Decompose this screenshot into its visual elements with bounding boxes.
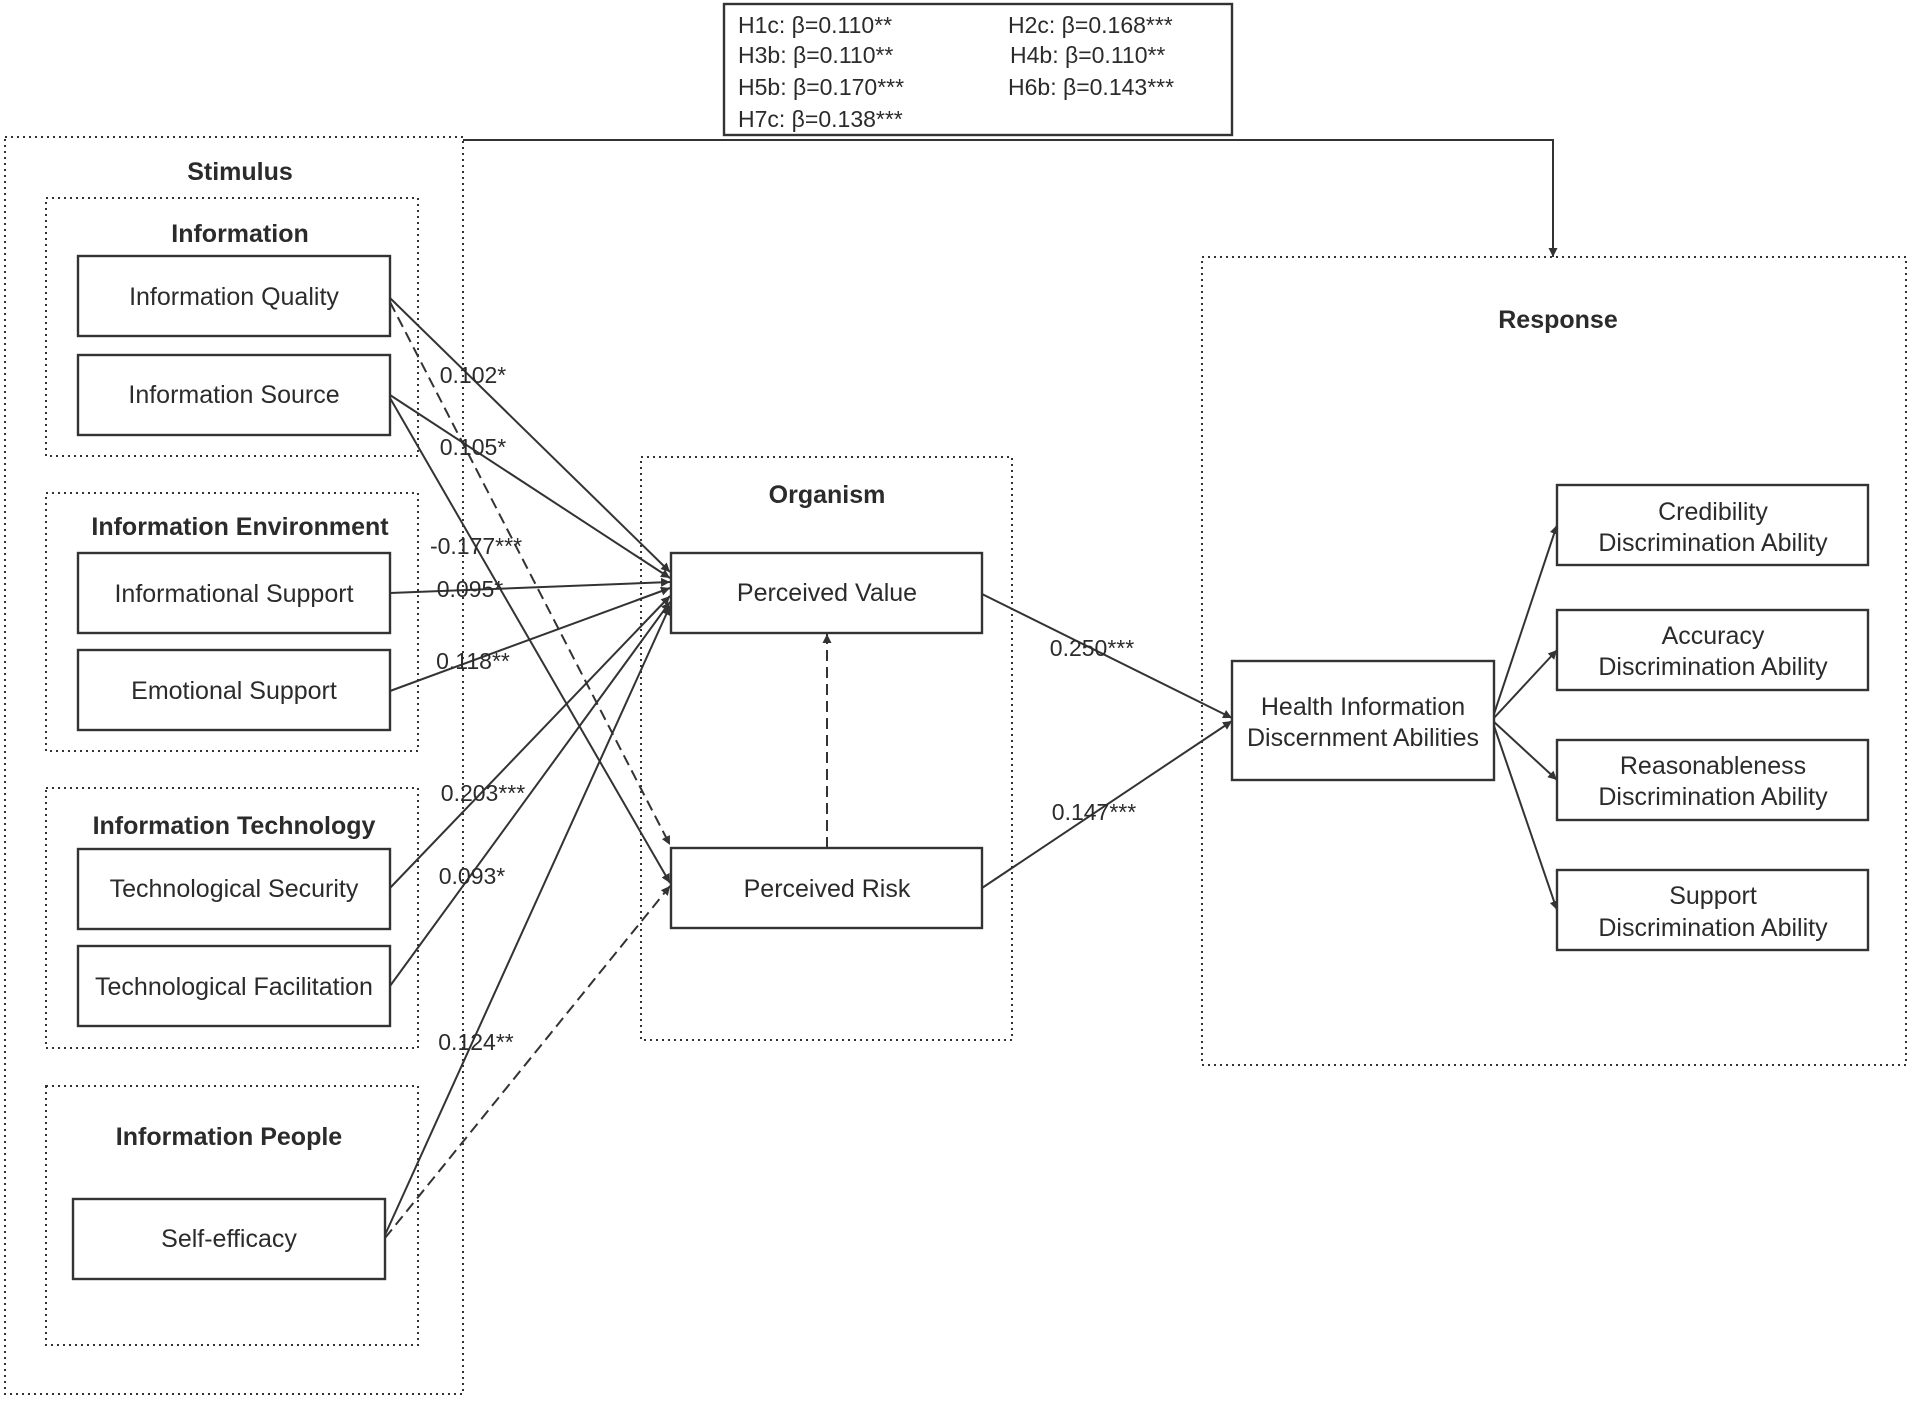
edge-security-value	[389, 595, 671, 889]
edge-source-value	[389, 394, 671, 579]
edge-informational-value	[389, 577, 671, 594]
support-label-line2: Discrimination Ability	[1598, 914, 1828, 942]
coef-value-hida: 0.250***	[1050, 635, 1134, 661]
support-node	[1555, 868, 1870, 952]
coef-emotional-value: 0.118**	[436, 648, 510, 674]
hida-label-line2: Discernment Abilities	[1247, 724, 1479, 752]
information-quality-label: Information Quality	[129, 283, 339, 311]
legend-h3b: H3b: β=0.110**	[738, 42, 893, 68]
informational-support-node	[76, 551, 392, 635]
technology-title: Information Technology	[93, 812, 376, 840]
edge-stimulus-response	[463, 139, 1558, 257]
hida-label-line1: Health Information	[1261, 693, 1465, 721]
edge-selfefficacy-value	[384, 605, 671, 1236]
coef-security-value: 0.203***	[441, 780, 525, 806]
self-efficacy-node	[71, 1197, 387, 1281]
coef-source-risk: -0.177***	[430, 533, 522, 559]
edge-value-hida	[981, 593, 1233, 719]
edge-quality-risk	[389, 301, 671, 846]
edge-selfefficacy-risk	[384, 885, 671, 1239]
edge-hida-support	[1492, 722, 1559, 911]
legend-h7c: H7c: β=0.138***	[738, 106, 903, 132]
edge-quality-value	[389, 297, 671, 573]
perceived-value-label: Perceived Value	[737, 579, 917, 607]
emotional-support-node	[76, 648, 392, 732]
legend-h2c: H2c: β=0.168***	[1008, 12, 1173, 38]
coef-risk-hida: 0.147***	[1052, 799, 1136, 825]
edge-hida-accuracy	[1492, 649, 1558, 720]
accuracy-label-line1: Accuracy	[1662, 622, 1765, 650]
information-source-label: Information Source	[128, 381, 339, 409]
credibility-label-line2: Discrimination Ability	[1598, 529, 1828, 557]
response-title: Response	[1498, 306, 1618, 334]
organism-title: Organism	[769, 481, 886, 509]
accuracy-node	[1555, 608, 1870, 692]
information-title: Information	[171, 220, 309, 248]
stimulus-group	[4, 136, 464, 1395]
technological-security-label: Technological Security	[110, 875, 359, 903]
organism-group	[640, 456, 1013, 1041]
perceived-risk-node	[669, 846, 984, 930]
coef-informational-value: 0.095*	[437, 576, 504, 602]
technology-group	[45, 787, 419, 1049]
coef-facilitation-value: 0.093*	[439, 863, 506, 889]
environment-title: Information Environment	[91, 513, 389, 541]
edge-hida-credibility	[1492, 524, 1559, 718]
credibility-label-line1: Credibility	[1658, 498, 1768, 526]
coef-quality-value: 0.102*	[440, 362, 507, 388]
legend-h4b: H4b: β=0.110**	[1010, 42, 1165, 68]
emotional-support-label: Emotional Support	[131, 677, 337, 705]
technological-facilitation-node	[76, 944, 392, 1028]
support-label-line1: Support	[1669, 882, 1757, 910]
perceived-value-node	[669, 551, 984, 635]
legend-h1c: H1c: β=0.110**	[738, 12, 892, 38]
informational-support-label: Informational Support	[114, 580, 353, 608]
hida-node	[1230, 659, 1496, 782]
legend-h6b: H6b: β=0.143***	[1008, 74, 1174, 100]
information-quality-node	[76, 254, 392, 338]
edge-facilitation-value	[389, 601, 671, 987]
technological-facilitation-label: Technological Facilitation	[95, 973, 373, 1001]
edge-source-risk	[389, 397, 671, 884]
technological-security-node	[76, 847, 392, 931]
perceived-risk-label: Perceived Risk	[744, 875, 911, 903]
reasonableness-label-line2: Discrimination Ability	[1598, 783, 1828, 811]
self-efficacy-label: Self-efficacy	[161, 1225, 297, 1253]
environment-group	[45, 492, 419, 752]
information-source-node	[76, 353, 392, 437]
coef-selfefficacy-value: 0.124**	[438, 1029, 514, 1055]
accuracy-label-line2: Discrimination Ability	[1598, 653, 1828, 681]
edge-risk-hida	[981, 720, 1233, 889]
legend-box	[722, 2, 1234, 137]
stimulus-title: Stimulus	[187, 158, 293, 186]
edge-hida-reasonableness	[1492, 720, 1558, 781]
credibility-node	[1555, 483, 1870, 567]
people-group	[45, 1085, 419, 1346]
people-title: Information People	[116, 1123, 343, 1151]
coef-source-value: 0.105*	[440, 434, 507, 460]
reasonableness-node	[1555, 738, 1870, 822]
reasonableness-label-line1: Reasonableness	[1620, 752, 1806, 780]
legend-h5b: H5b: β=0.170***	[738, 74, 904, 100]
information-group	[45, 197, 419, 457]
